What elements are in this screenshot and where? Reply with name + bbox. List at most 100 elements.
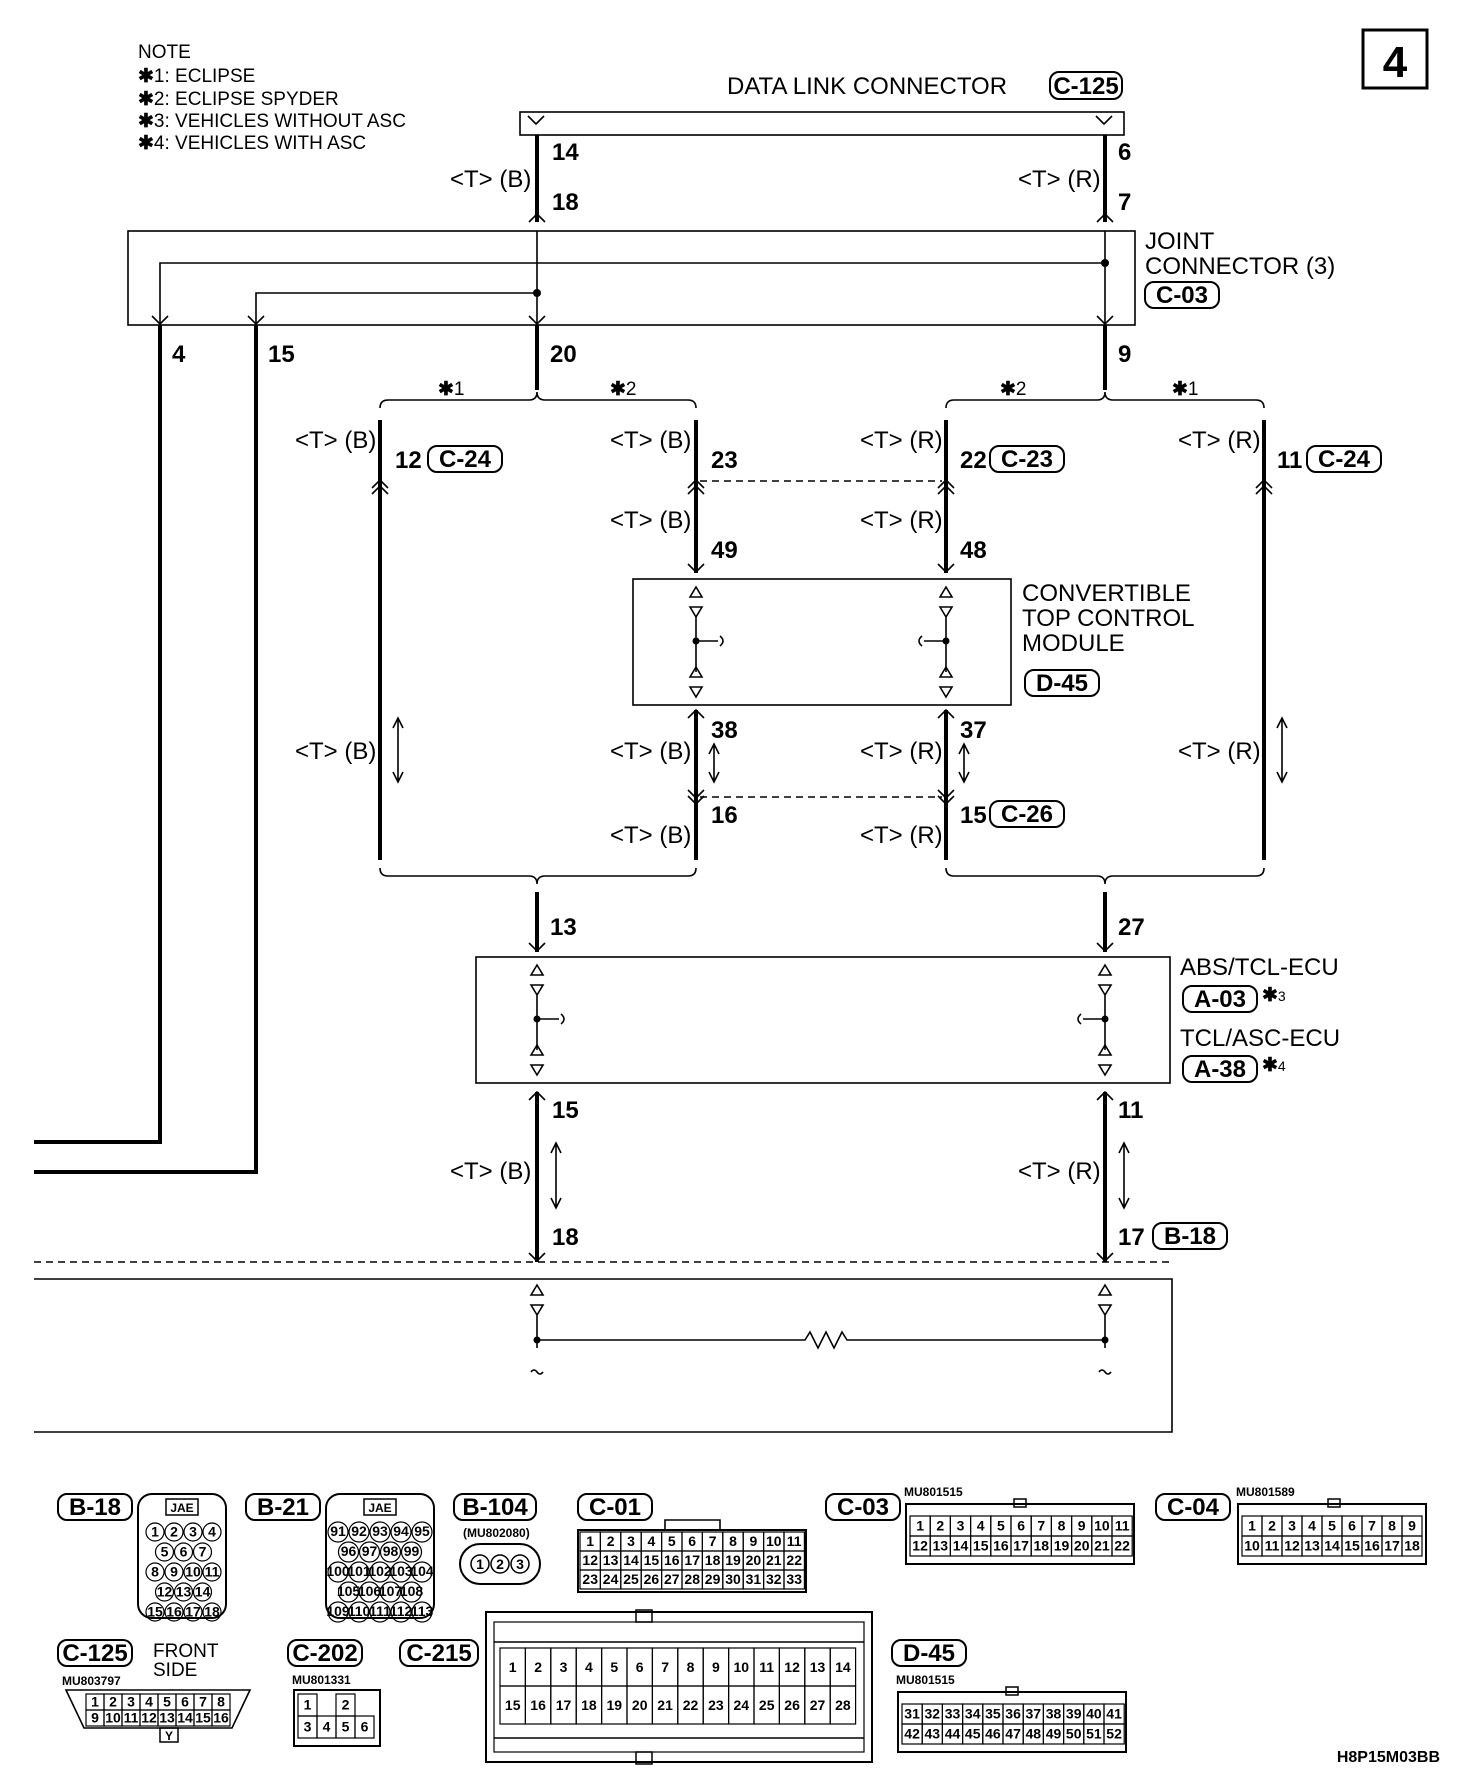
pin-number: 2 <box>342 1697 350 1713</box>
pin-number: 11 <box>1265 1538 1280 1554</box>
svg-text:✱1: ECLIPSE: ✱1: ECLIPSE <box>138 66 255 87</box>
pin-cell <box>490 1554 510 1574</box>
pin-number: 18 <box>581 1697 597 1713</box>
wire-label-ecu-right: <T> (R) <box>1018 1158 1101 1185</box>
branch-mark-right-1: ✱1 <box>1172 379 1199 400</box>
pin-number: 21 <box>657 1697 673 1713</box>
wire-label-dlc-left: <T> (B) <box>450 166 531 193</box>
pin-number: 1 <box>91 1693 99 1709</box>
pin-cell <box>348 1521 370 1543</box>
conn-c125-code: C-125 <box>62 1640 127 1667</box>
pin-number: 25 <box>759 1697 775 1713</box>
pin-number: 29 <box>705 1571 721 1587</box>
joint-connector-code-box <box>1144 281 1220 309</box>
joint-connector-label-1: JOINT <box>1145 228 1215 255</box>
note-2-mark: 2 <box>154 89 165 110</box>
pin-number: 10 <box>766 1533 782 1549</box>
pin-number: 18 <box>1404 1538 1420 1554</box>
pin-number: 17 <box>684 1552 700 1568</box>
pin-number: 4 <box>585 1659 593 1675</box>
wire-label-c26-left: <T> (B) <box>610 822 691 849</box>
pin-number: 4 <box>323 1719 331 1735</box>
pin-number: 11 <box>787 1533 802 1549</box>
ctm-label-1: CONVERTIBLE <box>1022 580 1191 607</box>
pin-number: 16 <box>1364 1538 1380 1554</box>
pin-number: 101 <box>347 1563 371 1579</box>
note-3-mark: 3 <box>154 111 165 132</box>
pin-number: 28 <box>684 1571 700 1587</box>
pin-cell <box>358 1541 381 1563</box>
note-1-mark: 1 <box>154 66 165 87</box>
pin-number: 110 <box>348 1603 371 1619</box>
pin-number: 33 <box>786 1571 802 1587</box>
pin-number: 4 <box>145 1693 153 1709</box>
pin-number: 38 <box>1046 1706 1062 1722</box>
pin-number: 3 <box>957 1518 965 1534</box>
wire-label-ctm-38: <T> (B) <box>610 738 691 765</box>
note-3-text: : VEHICLES WITHOUT ASC <box>165 111 406 132</box>
pin-cell <box>369 1561 391 1583</box>
pin-dlc-right: 6 <box>1118 139 1131 166</box>
pin-number: 10 <box>185 1564 201 1580</box>
pin-c26-right: 15 <box>960 802 987 829</box>
pin-ecu-out-left: 15 <box>552 1097 579 1124</box>
pin-number: 24 <box>603 1571 619 1587</box>
wire-label-c24-left: <T> (B) <box>295 427 376 454</box>
pin-cell <box>354 1715 375 1739</box>
pin-cell <box>192 1582 213 1602</box>
wire-label-c24-right: <T> (R) <box>1178 427 1261 454</box>
conn-b21-code: B-21 <box>257 1494 309 1521</box>
pin-number: 8 <box>217 1693 225 1709</box>
pin-number: 27 <box>810 1697 826 1713</box>
wire-label-c23-left: <T> (B) <box>610 427 691 454</box>
c24-right-code: C-24 <box>1318 446 1371 473</box>
pin-number: 50 <box>1066 1726 1082 1742</box>
pin-number: 1 <box>916 1518 924 1534</box>
dlc-code: C-125 <box>1053 73 1118 100</box>
pin-number: 112 <box>390 1603 413 1619</box>
pin-cell <box>369 1601 391 1623</box>
pin-number: 111 <box>369 1603 391 1619</box>
pin-number: 12 <box>141 1709 157 1725</box>
pin-number: 2 <box>1268 1518 1276 1534</box>
ecu-star-2: 4 <box>1278 1058 1286 1074</box>
pin-number: 27 <box>664 1571 680 1587</box>
pin-number: 26 <box>784 1697 800 1713</box>
pin-number: 14 <box>623 1552 639 1568</box>
pin-cell <box>337 1541 360 1563</box>
pin-number: 1 <box>586 1533 594 1549</box>
pin-ctm-37: 37 <box>960 717 987 744</box>
conn-d45-code: D-45 <box>903 1640 955 1667</box>
pin-number: 12 <box>784 1659 800 1675</box>
pin-number: 19 <box>607 1697 623 1713</box>
pin-jc-in-right: 7 <box>1118 189 1131 216</box>
pin-number: 40 <box>1086 1706 1102 1722</box>
pin-number: 2 <box>170 1524 178 1540</box>
pin-jc-out-20: 20 <box>550 341 577 368</box>
pin-number: 1 <box>304 1697 312 1713</box>
pin-number: 97 <box>362 1543 378 1559</box>
pin-number: 8 <box>1058 1518 1066 1534</box>
pin-number: 9 <box>1078 1518 1086 1534</box>
pin-cell <box>348 1601 370 1623</box>
ecu-code-1: A-03 <box>1194 986 1246 1013</box>
pin-number: 15 <box>973 1538 989 1554</box>
pin-number: 91 <box>330 1523 346 1539</box>
pin-number: 19 <box>725 1552 741 1568</box>
pin-cell <box>400 1581 423 1603</box>
pin-number: 3 <box>627 1533 635 1549</box>
c23-code: C-23 <box>1001 446 1053 473</box>
note-star: ✱ <box>138 66 154 87</box>
pin-number: 100 <box>326 1563 350 1579</box>
pin-cell <box>183 1522 203 1542</box>
pin-c23-left: 23 <box>711 447 738 474</box>
pin-number: 13 <box>603 1552 619 1568</box>
pin-number: 102 <box>368 1563 392 1579</box>
pin-number: 7 <box>199 1693 207 1709</box>
pin-number: 26 <box>644 1571 660 1587</box>
pin-number: 49 <box>1046 1726 1062 1742</box>
pin-number: 7 <box>1037 1518 1045 1534</box>
ctm-label-3: MODULE <box>1022 630 1125 657</box>
pin-number: 4 <box>648 1533 656 1549</box>
pin-number: 7 <box>709 1533 717 1549</box>
